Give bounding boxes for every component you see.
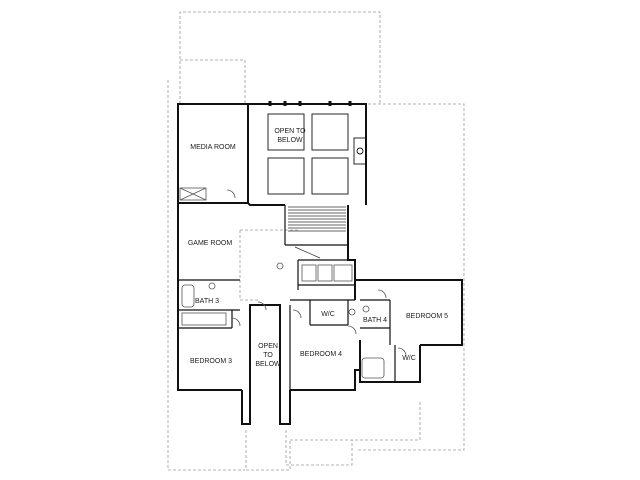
label-open-upper-2: BELOW (277, 137, 303, 144)
closet-media (179, 187, 207, 201)
door-swing (226, 189, 236, 199)
exterior-walls (177, 103, 463, 425)
open-panel-3 (267, 157, 305, 195)
window-marks (268, 101, 352, 106)
fireplace-circle (356, 147, 364, 155)
label-bath4: BATH 4 (363, 317, 387, 324)
fireplace (353, 137, 367, 165)
open-to-below-upper (267, 113, 367, 195)
room-labels: MEDIA ROOM OPEN TO BELOW GAME ROOM BATH … (188, 128, 448, 368)
label-media-room: MEDIA ROOM (190, 144, 236, 151)
open-panel-2 (311, 113, 349, 151)
label-bedroom3: BEDROOM 3 (190, 358, 232, 365)
label-bath3: BATH 3 (195, 298, 219, 305)
toilet-hall (276, 262, 284, 270)
wall-open-lower (241, 304, 291, 425)
label-open-lower-2: TO (263, 352, 273, 359)
stair-break (294, 246, 321, 259)
label-game-room: GAME ROOM (188, 240, 233, 247)
label-bedroom4: BEDROOM 4 (300, 351, 342, 358)
open-panel-1 (267, 113, 305, 151)
outline-bottom (285, 430, 353, 466)
label-wic-2: W/C (402, 355, 416, 362)
label-bedroom5: BEDROOM 5 (406, 313, 448, 320)
outline-left (167, 80, 245, 471)
wall-bedroom5 (354, 279, 463, 346)
laundry-sink (333, 264, 353, 282)
door-swing (257, 301, 267, 311)
bathtub-bath4 (361, 357, 385, 379)
door-swing (397, 347, 407, 357)
outline-top (179, 11, 381, 104)
interior-walls (178, 205, 396, 390)
label-wic-1: W/C (321, 311, 335, 318)
open-panel-4 (311, 157, 349, 195)
washer (301, 264, 317, 282)
door-swing (292, 309, 302, 319)
outline-bottom-left (245, 430, 291, 471)
door-swing (231, 317, 241, 327)
door-swing (377, 289, 387, 299)
label-open-lower-3: BELOW (255, 361, 281, 368)
wall-stair-east (347, 205, 356, 280)
toilet-bath4 (348, 308, 356, 316)
wall-bedroom4-south (290, 369, 360, 391)
staircase (288, 206, 346, 259)
door-swing (347, 325, 357, 335)
label-open-upper-1: OPEN TO (274, 128, 306, 135)
dashed-outline (167, 11, 465, 471)
outline-right (358, 103, 465, 451)
label-open-lower-1: OPEN (258, 343, 278, 350)
outline-game-room (239, 230, 260, 301)
outline-top-left (180, 59, 246, 104)
dryer (317, 264, 333, 282)
wall-open-upper (248, 103, 367, 205)
outline-bottom-right (290, 400, 421, 441)
sink-bath3 (208, 282, 216, 290)
wall-bath4-wic (359, 340, 421, 383)
vanity-bedroom3 (181, 312, 227, 326)
fixtures (179, 187, 407, 379)
sink-bath4 (362, 305, 370, 313)
bathtub-bath3 (181, 284, 195, 308)
closet-cross (179, 187, 207, 201)
wall-media-south (178, 202, 285, 206)
